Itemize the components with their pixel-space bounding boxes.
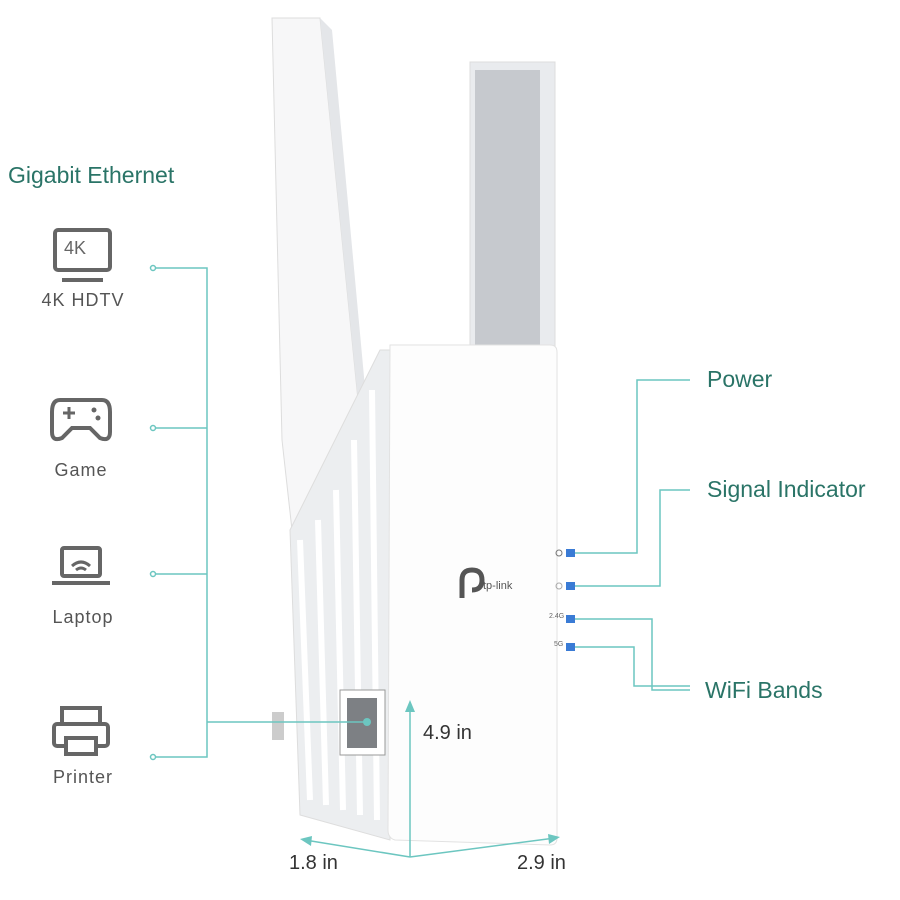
device-label-hdtv: 4K HDTV (41, 290, 125, 310)
callout-signal: Signal Indicator (707, 476, 866, 502)
brand-text: tp-link (483, 580, 513, 592)
ethernet-port (347, 698, 377, 748)
device-front (387, 344, 558, 846)
printer-icon (60, 706, 102, 726)
dimension-height: 4.9 in (423, 722, 472, 744)
power-plug (272, 712, 284, 740)
band-24g-led (566, 615, 575, 623)
tv-icon-text: 4K (64, 238, 87, 258)
power-led (566, 549, 575, 557)
led-indicators (566, 549, 575, 651)
dimension-depth: 1.8 in (289, 852, 338, 874)
heading: Gigabit Ethernet (8, 162, 175, 188)
tp-link-logo (459, 567, 485, 598)
gamepad-icon (50, 398, 112, 442)
callout-wifi: WiFi Bands (705, 677, 823, 703)
band-5g-led (566, 643, 575, 651)
callout-power: Power (707, 366, 773, 392)
signal-led (566, 582, 575, 590)
callout-lines (153, 267, 690, 858)
laptop-wifi-icon (60, 546, 102, 578)
device-label-printer: Printer (52, 767, 113, 787)
power-led-icon (555, 549, 563, 557)
led-label-5g: 5G (554, 641, 564, 648)
device-label-game: Game (54, 460, 108, 480)
device-label-laptop: Laptop (52, 607, 114, 627)
right-antenna (469, 61, 556, 361)
led-label-24g: 2.4G (549, 613, 565, 620)
tv-icon (53, 228, 112, 272)
dimension-width: 2.9 in (517, 852, 566, 874)
signal-led-icon (555, 582, 563, 590)
